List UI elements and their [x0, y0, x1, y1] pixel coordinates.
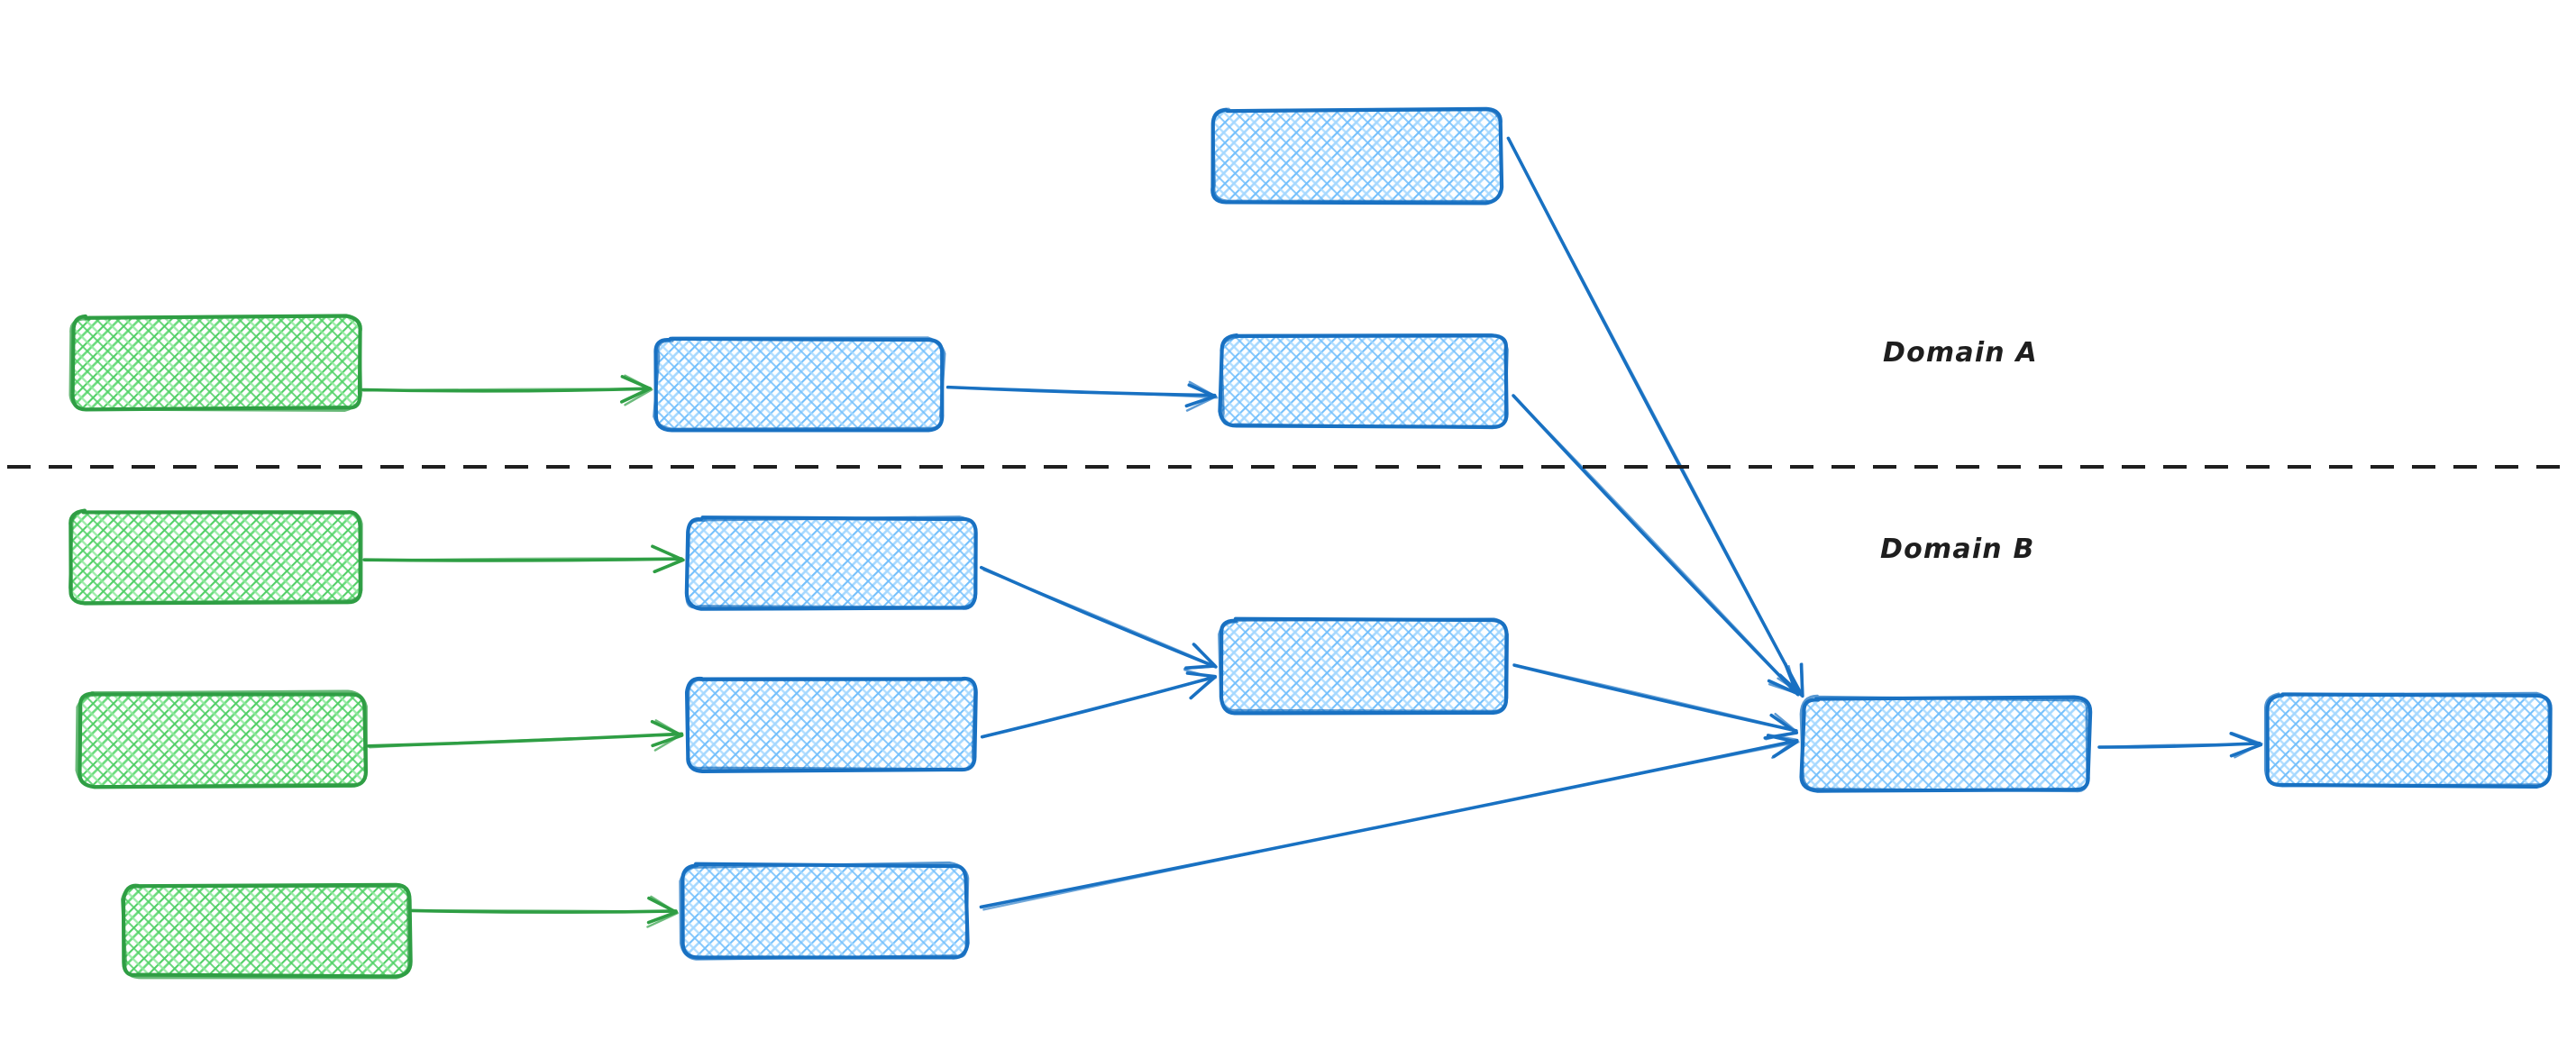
- edge-e3[interactable]: [366, 719, 684, 752]
- edge-e5[interactable]: [945, 380, 1219, 412]
- edge-e4[interactable]: [410, 895, 679, 928]
- edge-e6[interactable]: [979, 565, 1218, 670]
- node-fill: [1221, 336, 1507, 426]
- node-outline: [69, 315, 363, 413]
- edge-e9[interactable]: [1512, 394, 1800, 697]
- node-outline: [1219, 333, 1509, 430]
- domain-label-b: Domain B: [1880, 534, 2035, 565]
- node-src-b1[interactable]: [65, 506, 366, 607]
- node-src-b2[interactable]: [74, 689, 370, 791]
- node-outline: [685, 515, 978, 609]
- node-outline: [68, 509, 363, 605]
- node-fill: [72, 317, 361, 408]
- node-fill: [688, 678, 975, 771]
- node-layer: [65, 105, 2556, 981]
- node-fill: [1221, 620, 1507, 712]
- node-sink[interactable]: [2261, 690, 2556, 791]
- node-proc-b2[interactable]: [682, 672, 981, 776]
- edge-e10[interactable]: [1512, 663, 1799, 741]
- node-src-b3[interactable]: [119, 880, 416, 981]
- node-fill: [2267, 696, 2551, 786]
- edge-e7[interactable]: [980, 669, 1218, 739]
- node-proc-b1[interactable]: [682, 513, 981, 614]
- edge-e8[interactable]: [1506, 136, 1804, 698]
- node-proc-a1[interactable]: [651, 334, 948, 435]
- node-merge[interactable]: [1797, 693, 2095, 796]
- node-src-a1[interactable]: [67, 312, 366, 414]
- node-fill: [1212, 110, 1501, 202]
- node-outline: [75, 689, 368, 789]
- node-outline: [1799, 694, 2089, 793]
- edge-e12[interactable]: [2097, 732, 2263, 759]
- node-outline: [120, 884, 410, 980]
- node-proc-b3[interactable]: [677, 860, 972, 963]
- node-outline: [2263, 691, 2552, 788]
- node-outline: [1218, 617, 1510, 713]
- node-mid-a0[interactable]: [1207, 105, 1506, 207]
- node-fill: [682, 865, 966, 958]
- edge-e11[interactable]: [979, 733, 1800, 911]
- node-mid-a1[interactable]: [1216, 331, 1512, 432]
- node-outline: [1211, 107, 1503, 203]
- node-outline: [679, 861, 970, 961]
- node-fill: [656, 340, 943, 430]
- node-outline: [686, 677, 977, 771]
- domain-label-a: Domain A: [1883, 337, 2038, 369]
- edge-e1[interactable]: [361, 374, 653, 406]
- node-fill: [688, 518, 975, 608]
- node-fill: [79, 694, 365, 786]
- edge-e2[interactable]: [362, 544, 685, 574]
- node-fill: [1803, 698, 2089, 790]
- node-mid-b1[interactable]: [1216, 615, 1512, 717]
- node-fill: [124, 885, 410, 976]
- edge-layer: [361, 136, 2263, 928]
- node-fill: [70, 511, 361, 602]
- node-outline: [653, 336, 946, 431]
